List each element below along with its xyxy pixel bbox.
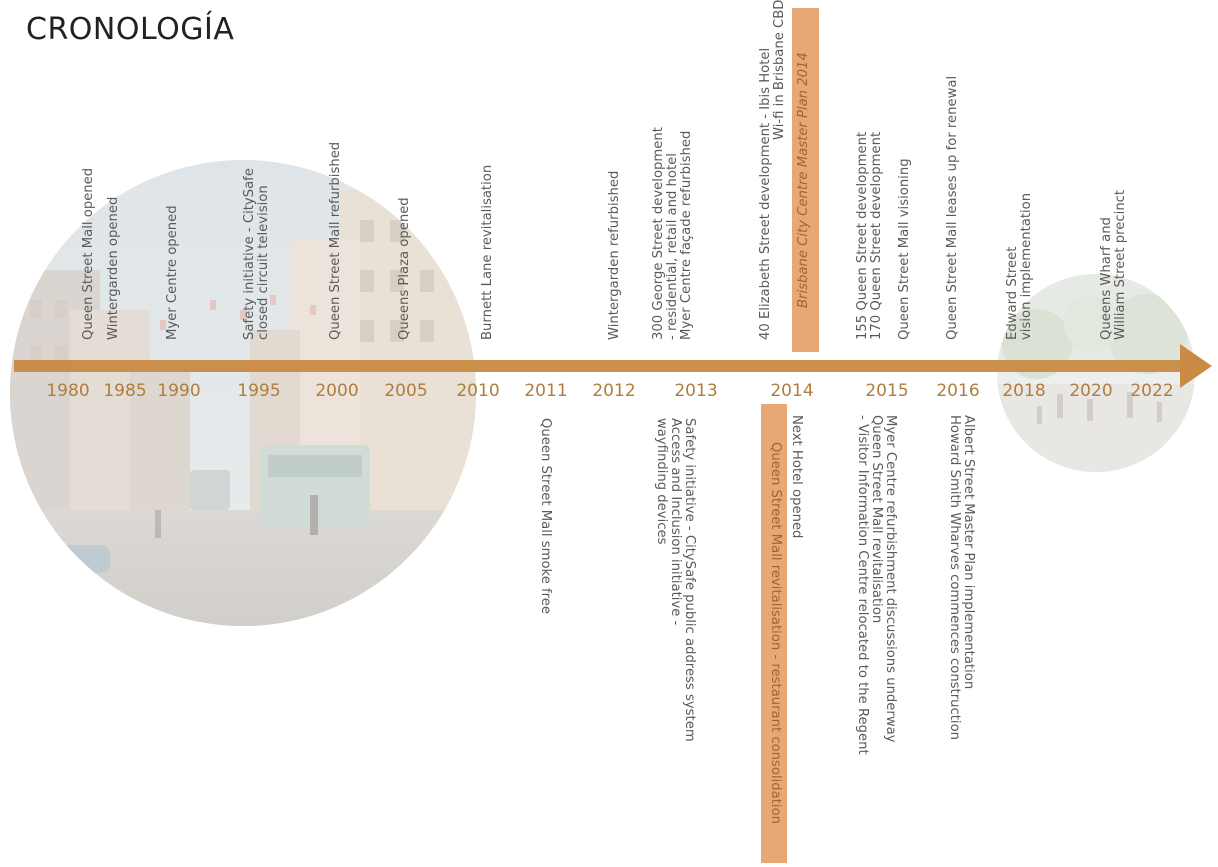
event-line: Next Hotel opened xyxy=(789,415,804,539)
event-2015-below: Myer Centre refurbishment discussions un… xyxy=(855,415,898,805)
event-2020: Queens Wharf and William Street precinct xyxy=(1099,170,1128,340)
event-2016-below: Albert Street Master Plan implementation… xyxy=(947,415,976,785)
event-line: - residential, retail and hotel xyxy=(665,153,680,340)
event-1985: Wintergarden opened xyxy=(106,170,121,340)
year-label: 2010 xyxy=(456,381,500,401)
page-title: CRONOLOGÍA xyxy=(26,12,235,47)
event-line: Burnett Lane revitalisation xyxy=(480,164,495,340)
event-2005: Queens Plaza opened xyxy=(397,175,412,340)
event-line: Queen Street Mall refurbished xyxy=(328,141,343,340)
year-label: 2016 xyxy=(936,381,980,401)
event-line: Queen Street Mall leases up for renewal xyxy=(945,75,960,340)
revitalisation-highlight: Queen Street Mall revitalisation - resta… xyxy=(761,404,787,863)
event-line: Queen Street Mall smoke free xyxy=(538,418,553,615)
event-line: Wintergarden opened xyxy=(106,196,121,340)
year-label: 2015 xyxy=(865,381,909,401)
year-label: 2000 xyxy=(315,381,359,401)
event-line: - Visitor Information Centre relocated t… xyxy=(855,415,870,755)
event-line: Myer Centre opened xyxy=(165,205,180,340)
historic-street-photo xyxy=(10,160,476,626)
event-2010: Burnett Lane revitalisation xyxy=(480,140,495,340)
master-plan-highlight: Brisbane City Centre Master Plan 2014 xyxy=(792,8,819,352)
event-2015-visioning: Queen Street Mall visioning xyxy=(897,130,912,340)
event-line: Howard Smith Wharves commences construct… xyxy=(947,415,962,741)
event-line: Safety initiative - CitySafe xyxy=(242,168,257,340)
event-line: Myer Centre refurbishment discussions un… xyxy=(883,415,898,743)
year-label: 2020 xyxy=(1069,381,1113,401)
event-line: Wi-fi in Brisbane CBD xyxy=(772,0,787,141)
event-line: Edward Street xyxy=(1005,246,1020,340)
event-2014: 40 Elizabeth Street development - Ibis H… xyxy=(758,0,787,340)
event-line: Queens Plaza opened xyxy=(397,197,412,340)
event-line: vision implementation xyxy=(1019,192,1034,340)
event-line: Queen Street Mall revitalisation xyxy=(869,415,884,624)
year-label: 2013 xyxy=(674,381,718,401)
event-line: wayfinding devices xyxy=(654,418,669,545)
event-line: William Street precinct xyxy=(1113,189,1128,340)
event-line: Queen Street Mall visioning xyxy=(897,158,912,340)
event-1990: Myer Centre opened xyxy=(165,180,180,340)
event-line: 40 Elizabeth Street development - Ibis H… xyxy=(758,47,773,340)
event-line: Access and Inclusion initiative - xyxy=(668,418,683,626)
event-line: Queens Wharf and xyxy=(1099,217,1114,340)
year-label: 2012 xyxy=(592,381,636,401)
event-line: Albert Street Master Plan implementation xyxy=(961,415,976,690)
year-label: 2005 xyxy=(384,381,428,401)
event-1995: Safety initiative - CitySafe closed circ… xyxy=(242,140,271,340)
year-label: 2011 xyxy=(524,381,568,401)
year-label: 1995 xyxy=(237,381,281,401)
event-2013: 300 George Street development - resident… xyxy=(651,85,694,340)
year-label: 1990 xyxy=(157,381,201,401)
event-1980: Queen Street Mall opened xyxy=(81,140,96,340)
event-line: Wintergarden refurbished xyxy=(607,170,622,340)
event-2000: Queen Street Mall refurbished xyxy=(328,112,343,340)
year-label: 2018 xyxy=(1002,381,1046,401)
event-line: 155 Queen Street development xyxy=(855,131,870,340)
event-2015-developments: 155 Queen Street development 170 Queen S… xyxy=(855,90,884,340)
event-line: Queen Street Mall opened xyxy=(81,167,96,340)
event-2016: Queen Street Mall leases up for renewal xyxy=(945,30,960,340)
event-2018: Edward Street vision implementation xyxy=(1005,140,1034,340)
event-line: 300 George Street development xyxy=(651,127,666,340)
event-line: closed circuit television xyxy=(256,185,271,340)
event-2014-below: Next Hotel opened xyxy=(789,415,804,575)
year-label: 1980 xyxy=(46,381,90,401)
event-line: 170 Queen Street development xyxy=(869,131,884,340)
year-label: 1985 xyxy=(103,381,147,401)
event-2011: Queen Street Mall smoke free xyxy=(538,418,553,658)
event-2012: Wintergarden refurbished xyxy=(607,140,622,340)
event-line: Safety initiative - CitySafe public addr… xyxy=(682,418,697,742)
year-label: 2014 xyxy=(770,381,814,401)
event-2013-below: Safety initiative - CitySafe public addr… xyxy=(654,418,697,788)
event-line: Myer Centre façade refurbished xyxy=(679,130,694,340)
year-label: 2022 xyxy=(1130,381,1174,401)
